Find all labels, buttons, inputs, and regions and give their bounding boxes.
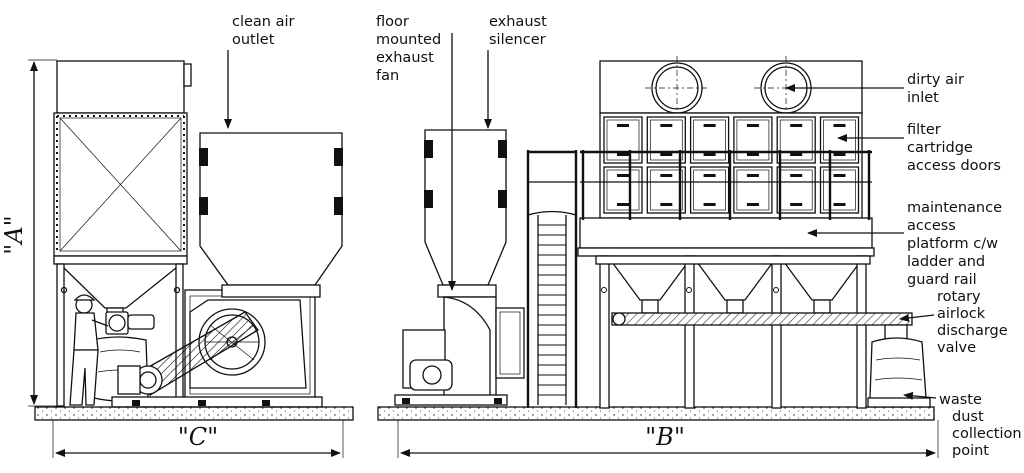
dimension-b-label: "B" (645, 423, 685, 451)
access-door (776, 166, 816, 214)
label-floor-mounted-exhaust-fan: floor mounted exhaust fan (376, 14, 446, 84)
dimension-a-label: "A" (0, 215, 28, 254)
label-filter-cartridge-access-doors: filter cartridge access doors (907, 122, 1001, 174)
collector-front-view (526, 56, 931, 409)
label-exhaust-silencer: exhaust silencer (489, 14, 551, 48)
label-clean-air-outlet: clean air outlet (232, 14, 299, 48)
access-door (689, 116, 730, 164)
access-door (776, 116, 816, 164)
hopper-bays (595, 255, 871, 409)
label-waste-dust-collection-point: waste dust collection point (939, 392, 1024, 459)
leader-lines (224, 33, 937, 400)
side-view-assembly (34, 60, 354, 421)
label-maintenance-access-platform: maintenance access platform c/w ladder a… (907, 200, 1007, 288)
label-dirty-air-inlet: dirty air inlet (907, 72, 969, 106)
housing-rivets (56, 115, 185, 254)
access-door (819, 166, 860, 214)
dimension-c-label: "C" (178, 423, 218, 451)
access-door (733, 166, 773, 214)
access-door (733, 116, 773, 164)
dimension-a: "A" (0, 59, 57, 407)
dimension-b: "B" (397, 420, 939, 458)
operator-figure (69, 294, 109, 406)
access-door (819, 116, 860, 164)
access-door (603, 166, 643, 214)
label-rotary-airlock-discharge-valve: rotary airlock discharge valve (937, 289, 1012, 356)
fan-front-view (377, 129, 935, 421)
access-ladder (526, 150, 578, 408)
guard-rail (580, 150, 872, 220)
dimension-c: "C" (52, 420, 344, 458)
access-door (689, 166, 730, 214)
access-door (603, 116, 643, 164)
